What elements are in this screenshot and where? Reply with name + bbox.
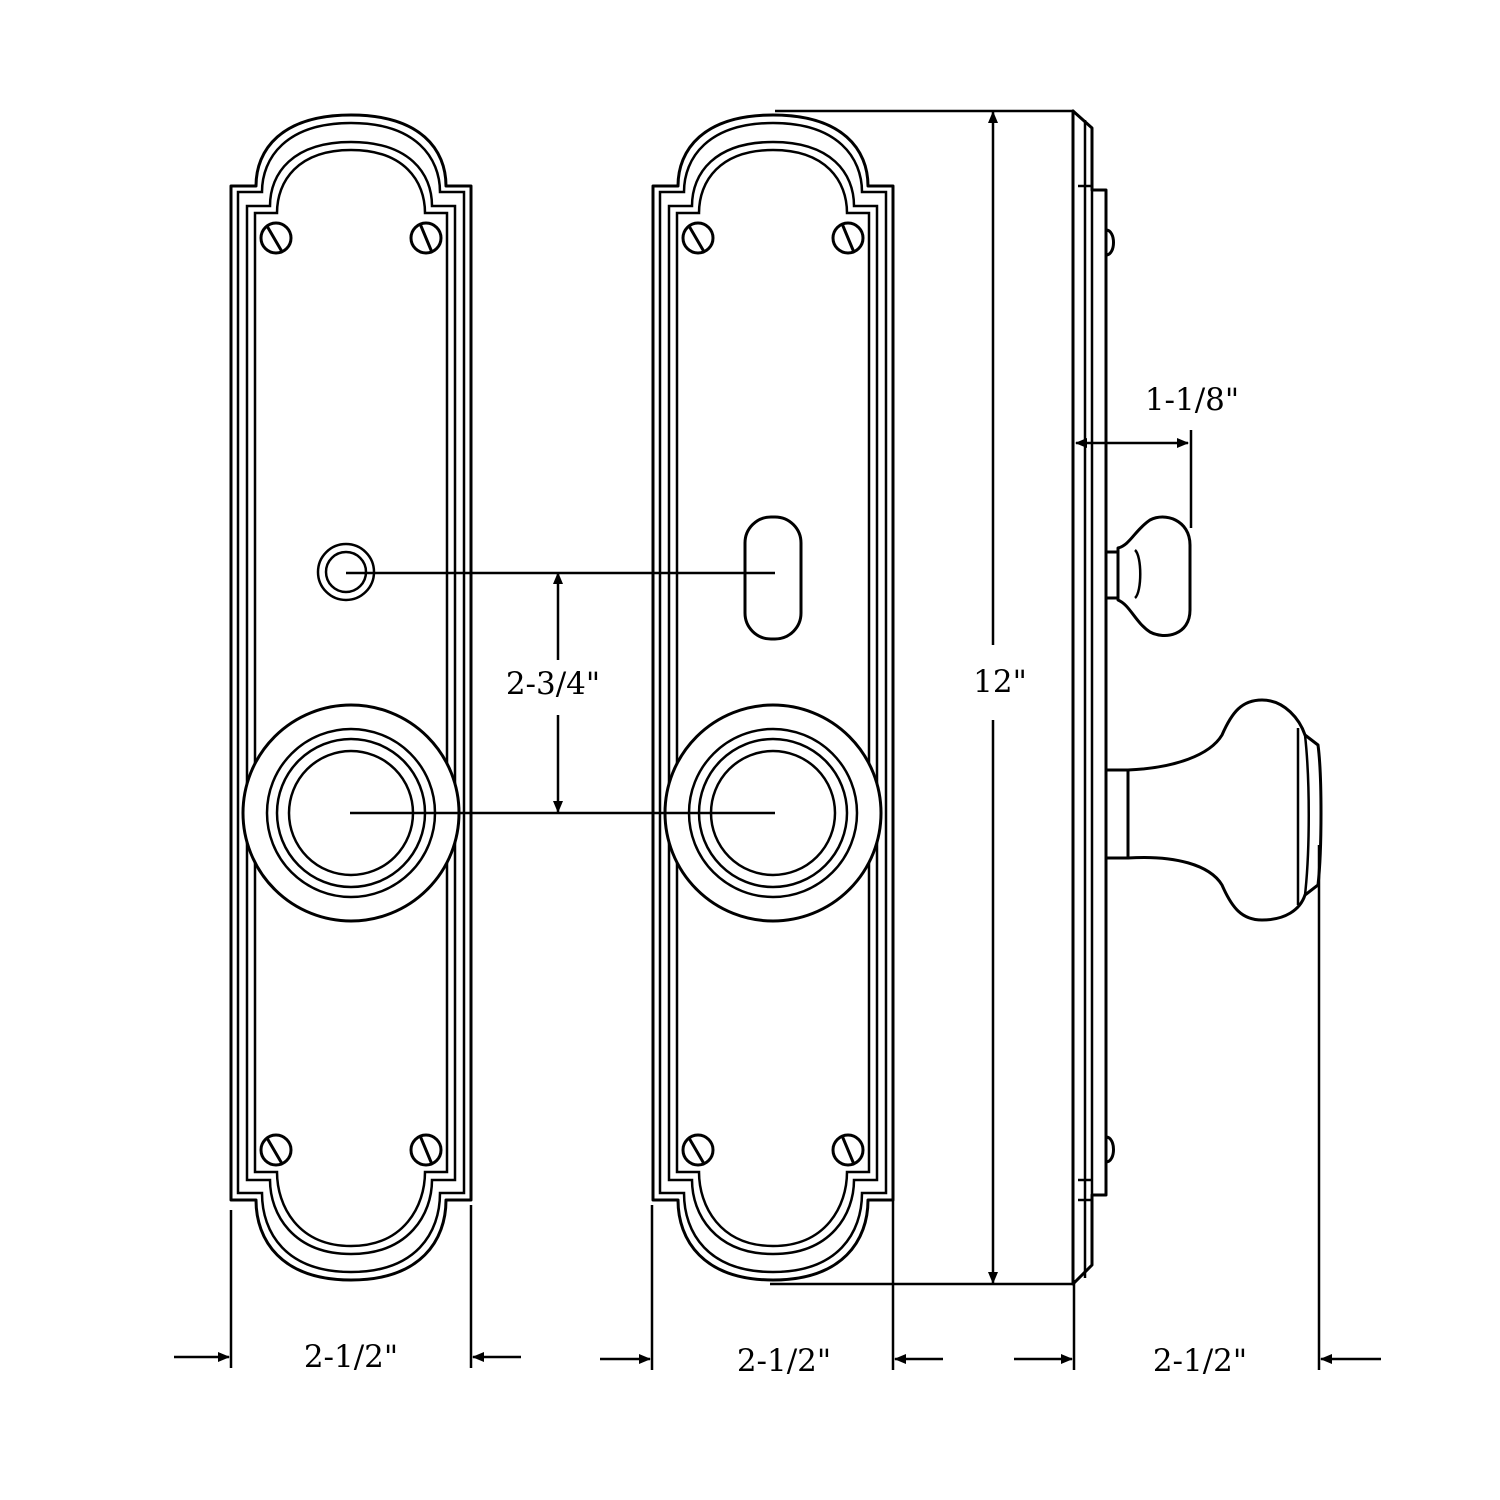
thumbturn-projection-dimension: 1-1/8" (1075, 382, 1239, 528)
overall-height-dimension: 12" (770, 109, 1072, 1286)
side-projection-label: 2-1/2" (1153, 1343, 1247, 1379)
backplate-front-view (229, 113, 473, 1282)
keyhole-cutout (743, 515, 803, 641)
keyed-plate-width-label: 2-1/2" (737, 1343, 831, 1379)
side-projection-dimension: 2-1/2" (1014, 845, 1381, 1379)
keyed-plate-width-dimension: 2-1/2" (600, 1195, 943, 1379)
thumbturn-projection-label: 1-1/8" (1145, 382, 1239, 418)
overall-height-label: 12" (973, 664, 1027, 700)
keyed-plate-front-view (651, 113, 895, 1282)
side-profile-view: 1-1/8" (1071, 109, 1323, 1286)
thumbturn-side (1104, 515, 1192, 637)
backplate-width-label: 2-1/2" (304, 1339, 398, 1375)
center-to-center-label: 2-3/4" (506, 666, 600, 702)
backplate-width-dimension: 2-1/2" (174, 1205, 521, 1375)
knob-side (1104, 698, 1323, 922)
center-to-center-dimension: 2-3/4" (506, 572, 600, 813)
